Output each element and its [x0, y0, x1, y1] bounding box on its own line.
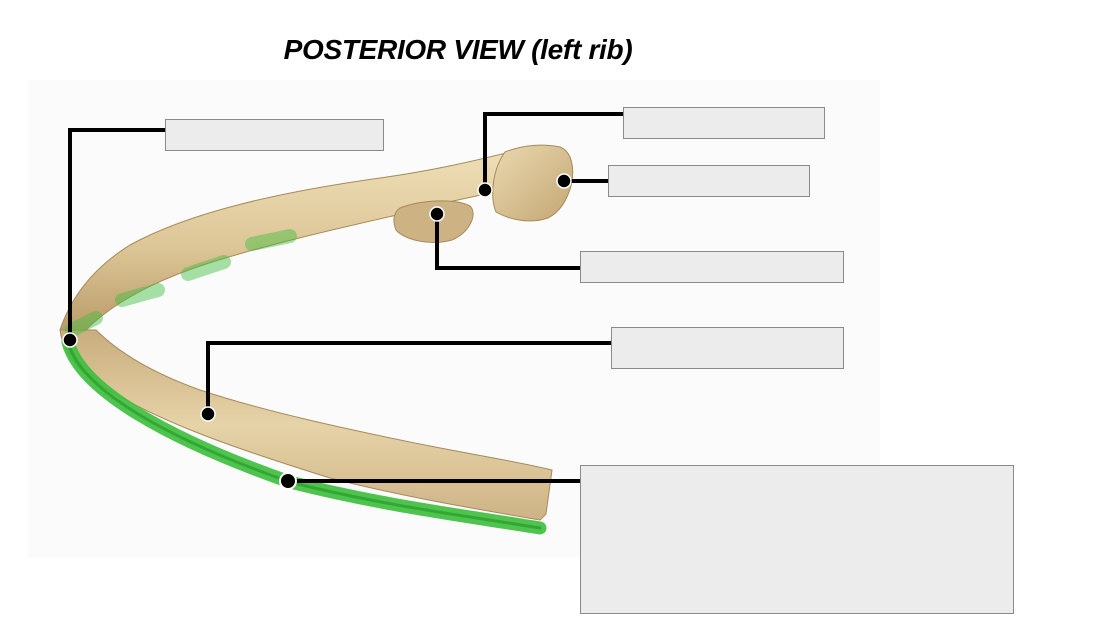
rib-head: [492, 144, 574, 222]
label-box-shaft[interactable]: [611, 327, 844, 369]
label-box-head[interactable]: [608, 165, 810, 197]
rib-upper-arm: [59, 147, 553, 333]
dot-angle: [62, 332, 78, 348]
leader-angle: [68, 128, 166, 340]
rib-lower-arm: [59, 329, 553, 521]
dot-tubercle: [429, 206, 445, 222]
leader-tubercle: [435, 214, 582, 270]
dot-head: [556, 173, 572, 189]
dot-neck: [477, 182, 493, 198]
label-box-costal-groove[interactable]: [580, 465, 1014, 614]
label-box-angle[interactable]: [165, 119, 384, 151]
dot-costal-groove: [279, 472, 297, 490]
label-box-tubercle[interactable]: [580, 251, 844, 283]
upper-dashed-highlight: [65, 229, 297, 337]
leader-lines: [68, 112, 624, 483]
label-box-neck[interactable]: [623, 107, 825, 139]
diagram-title: POSTERIOR VIEW (left rib): [283, 34, 633, 65]
rib-tubercle-shape: [393, 200, 474, 243]
dot-shaft: [200, 406, 216, 422]
leader-neck: [483, 112, 624, 190]
leader-shaft: [206, 341, 612, 414]
pointer-dots: [62, 173, 572, 490]
